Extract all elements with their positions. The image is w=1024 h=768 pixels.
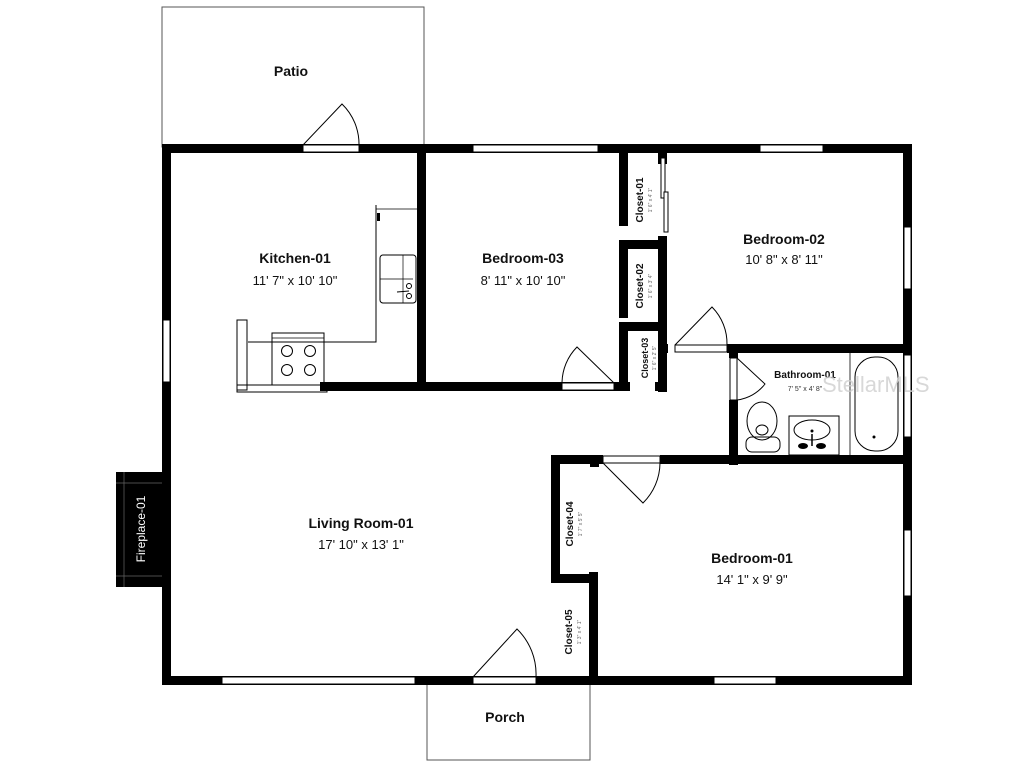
porch-area [426, 679, 591, 761]
svg-text:1' 6" x 2' 5": 1' 6" x 2' 5" [652, 345, 658, 370]
svg-text:Closet-01: Closet-01 [635, 177, 646, 222]
patio-door[interactable] [302, 103, 360, 153]
kitchen-label: Kitchen-01 [259, 250, 331, 266]
svg-text:Closet-02: Closet-02 [635, 263, 646, 308]
porch-door[interactable] [472, 628, 537, 685]
toilet-icon [745, 401, 781, 453]
bedroom-01-dims: 14' 1" x 9' 9" [716, 572, 788, 587]
bathroom-label: Bathroom-01 [774, 370, 836, 381]
bedroom-03-door[interactable] [561, 346, 615, 391]
patio-area [161, 6, 425, 148]
bathroom-sink-icon [788, 415, 840, 456]
bedroom-03-dims: 8' 11" x 10' 10" [481, 273, 566, 288]
kitchen-dims: 11' 7" x 10' 10" [253, 273, 338, 288]
stove-icon [271, 332, 325, 386]
exterior-walls [162, 144, 912, 685]
fireplace-label: Fireplace-01 [134, 495, 148, 562]
bathroom-door[interactable] [729, 357, 766, 401]
bedroom-01-door[interactable] [602, 455, 661, 504]
closet-01: Closet-01 1' 6" x 4' 1" [635, 177, 654, 222]
living-room-label: Living Room-01 [308, 515, 413, 531]
bedroom-01-label: Bedroom-01 [711, 550, 793, 566]
svg-text:Closet-03: Closet-03 [640, 338, 650, 379]
bathtub-icon [849, 353, 899, 455]
svg-text:1' 7" x 5' 5": 1' 7" x 5' 5" [578, 511, 584, 536]
living-room-dims: 17' 10" x 13' 1" [318, 537, 404, 552]
svg-text:Closet-05: Closet-05 [564, 609, 575, 654]
bedroom-02-door[interactable] [674, 306, 728, 353]
bedroom-03-label: Bedroom-03 [482, 250, 564, 266]
closet-01-door[interactable] [660, 157, 669, 233]
windows [162, 144, 912, 685]
watermark: StellarMLS [822, 372, 930, 397]
bedroom-02-label: Bedroom-02 [743, 231, 825, 247]
closet-05: Closet-05 1' 3" x 4' 1" [564, 609, 583, 654]
svg-text:Closet-04: Closet-04 [565, 501, 576, 546]
kitchen-sink [379, 254, 417, 304]
bathroom-fixtures [745, 353, 899, 456]
svg-text:1' 6" x 3' 4": 1' 6" x 3' 4" [648, 273, 654, 298]
porch-label: Porch [485, 709, 525, 725]
closet-02: Closet-02 1' 6" x 3' 4" [635, 263, 654, 308]
fireplace [116, 472, 164, 587]
closet-03: Closet-03 1' 6" x 2' 5" [640, 338, 658, 379]
closet-04: Closet-04 1' 7" x 5' 5" [565, 501, 584, 546]
svg-text:1' 3" x 4' 1": 1' 3" x 4' 1" [577, 619, 583, 644]
patio-label: Patio [274, 63, 308, 79]
kitchen-fixtures [236, 205, 417, 393]
bedroom-02-dims: 10' 8" x 8' 11" [745, 252, 823, 267]
interior-walls [320, 144, 912, 685]
doors [302, 103, 766, 685]
svg-text:1' 6" x 4' 1": 1' 6" x 4' 1" [648, 187, 654, 212]
bathroom-dims: 7' 5" x 4' 8" [788, 386, 823, 393]
